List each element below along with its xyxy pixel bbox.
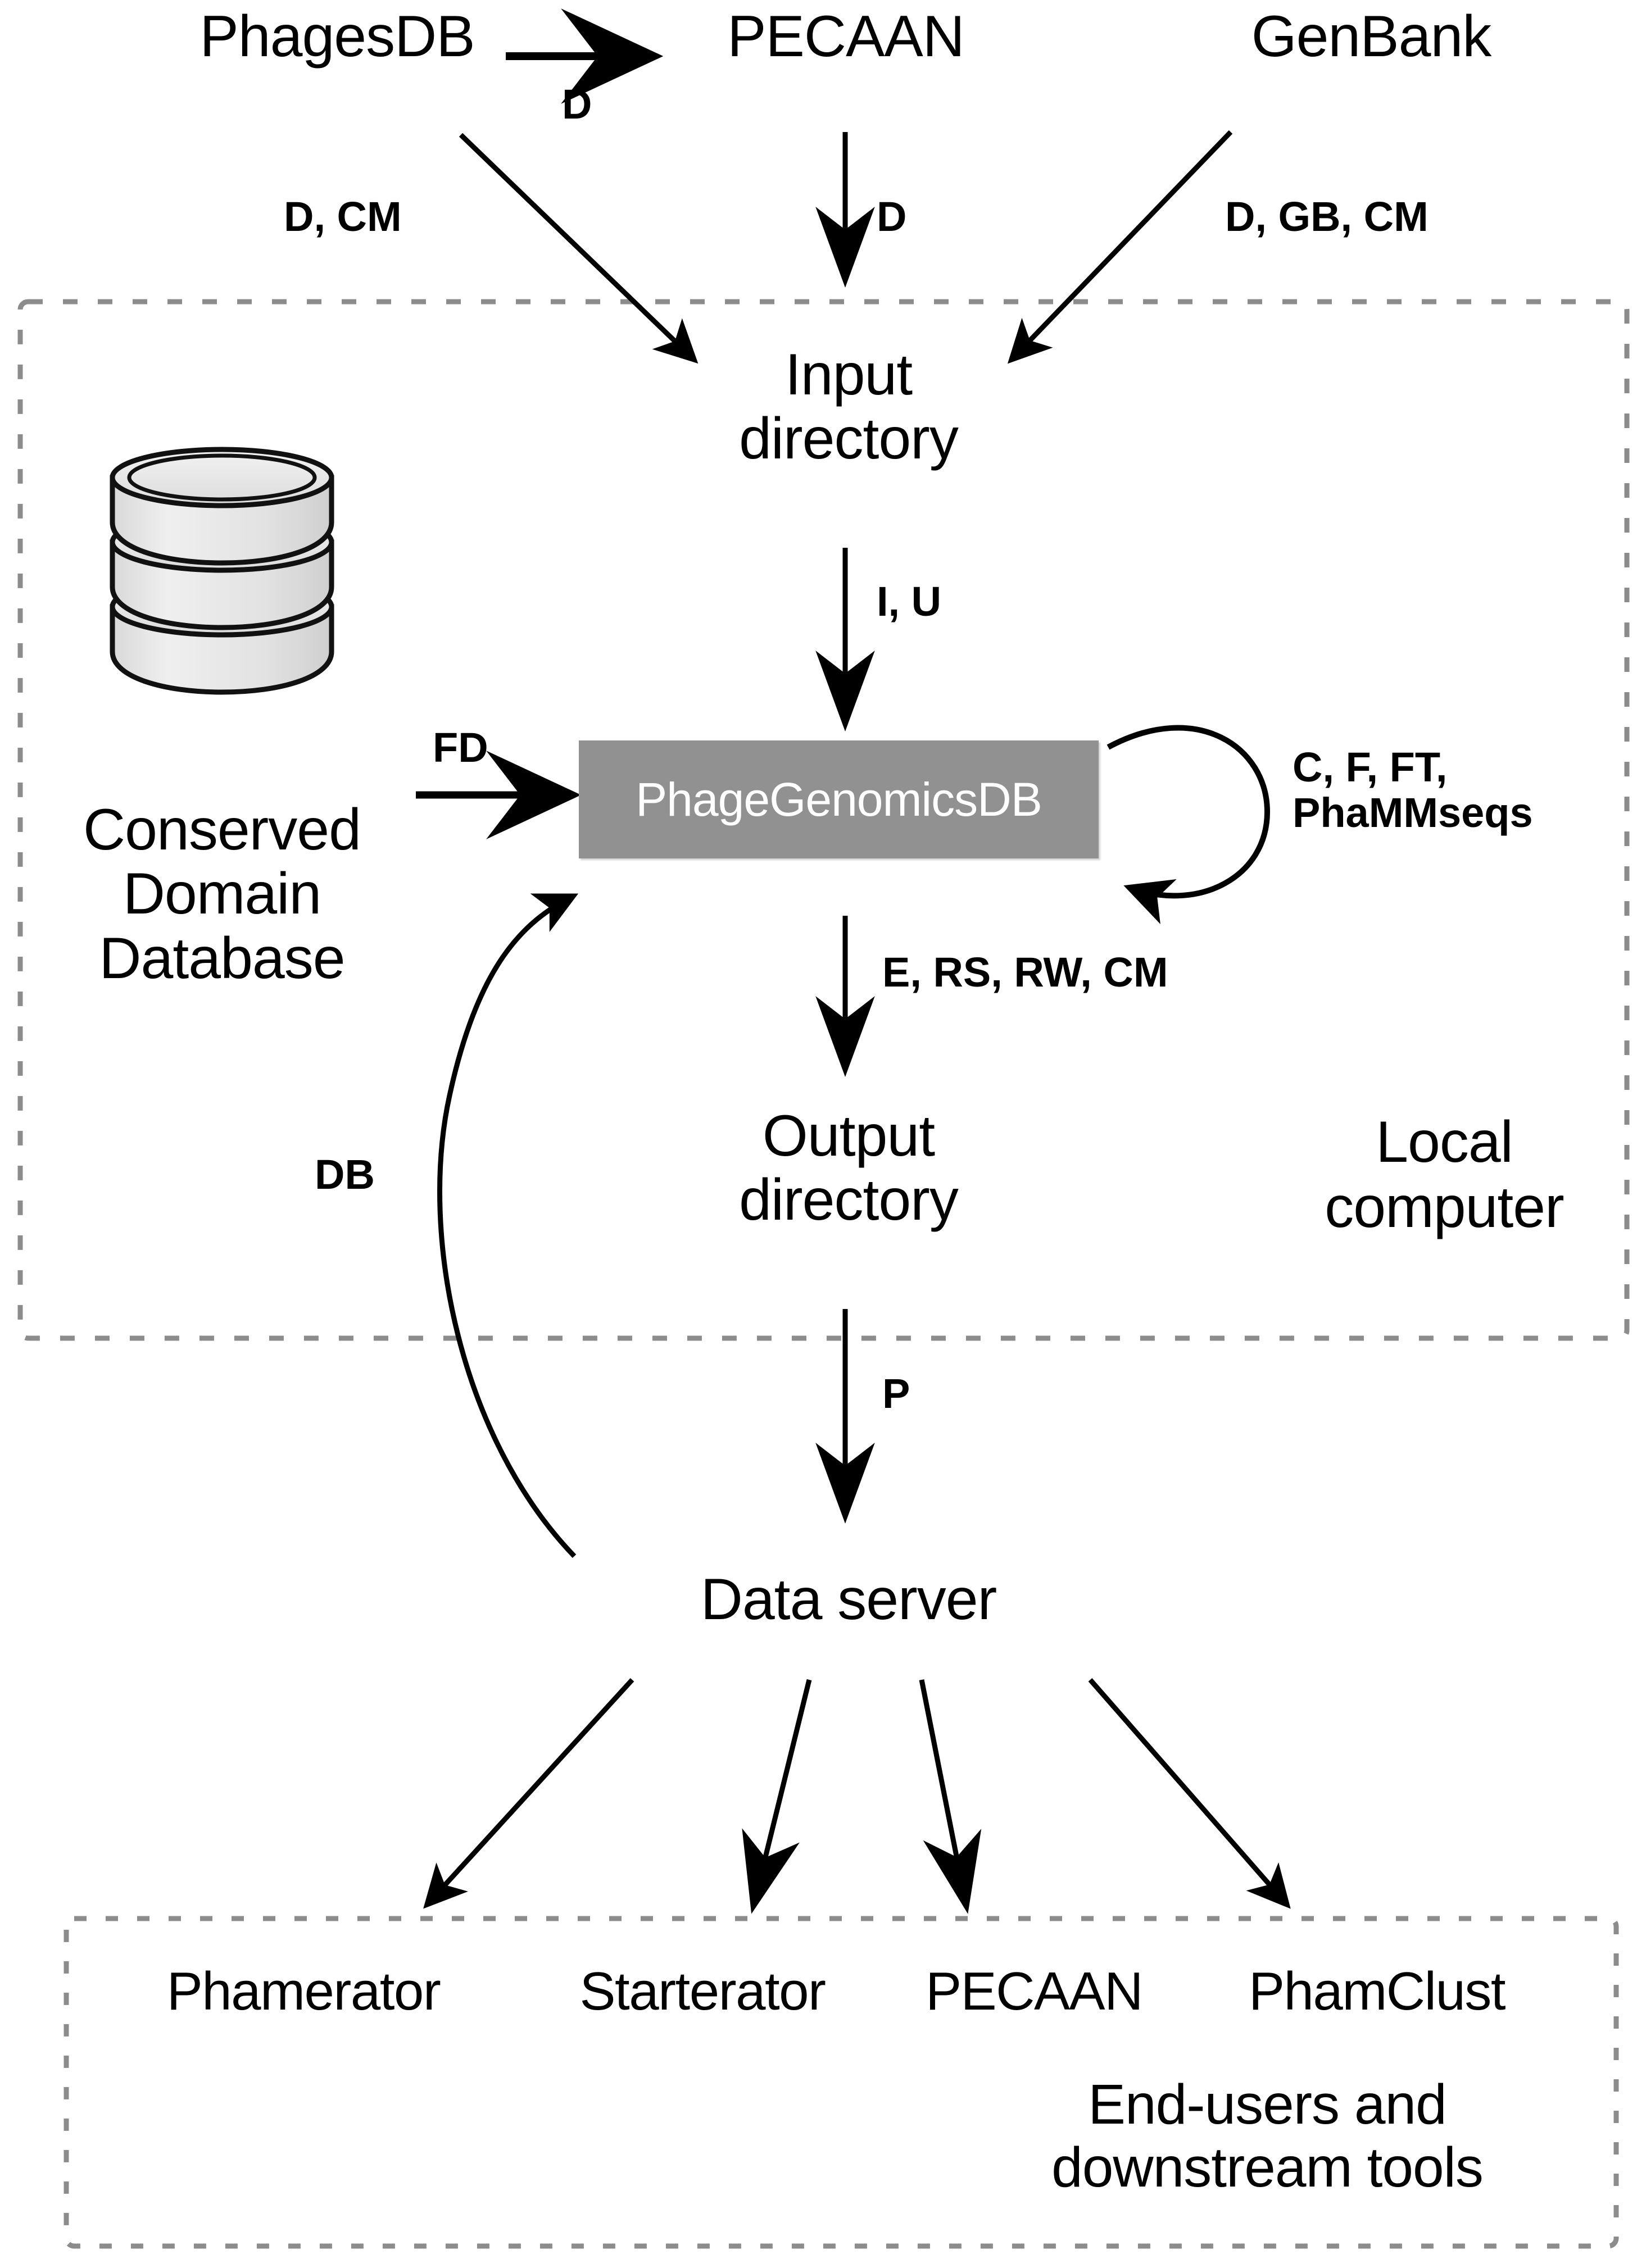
node-output-directory: Output directory bbox=[739, 1103, 959, 1233]
edge-data-server-to-phamclust bbox=[1088, 1678, 1291, 1909]
database-cylinder-icon bbox=[110, 447, 334, 695]
edge-data-server-to-pecaan bbox=[919, 1679, 982, 1914]
node-genbank: GenBank bbox=[1251, 4, 1492, 69]
edge-label-data-server-to-db: DB bbox=[315, 1151, 375, 1198]
edge-label-db-to-output-directory: E, RS, RW, CM bbox=[882, 949, 1168, 996]
tool-phamerator[interactable]: Phamerator bbox=[166, 1961, 441, 2021]
edge-label-input-directory-to-db: I, U bbox=[877, 578, 942, 625]
edge-phagesdb-to-input-directory bbox=[459, 133, 699, 364]
edge-label-phagesdb-to-input-directory: D, CM bbox=[284, 193, 402, 240]
end-users-zone-border bbox=[64, 1916, 1619, 2249]
tool-starterator[interactable]: Starterator bbox=[579, 1961, 826, 2021]
edge-data-server-to-starterator bbox=[742, 1679, 812, 1914]
edge-label-phagesdb-to-pecaan: D bbox=[562, 81, 592, 128]
edge-label-output-directory-to-data-server: P bbox=[882, 1370, 910, 1417]
node-pecaan-top: PECAAN bbox=[727, 4, 965, 69]
edge-label-cdd-to-db: FD bbox=[433, 724, 488, 771]
node-phagesdb: PhagesDB bbox=[199, 4, 475, 69]
node-input-directory: Input directory bbox=[739, 342, 959, 472]
node-conserved-domain-database: Conserved Domain Database bbox=[83, 797, 361, 991]
zone-label-local-computer: Local computer bbox=[1325, 1110, 1565, 1240]
edge-label-pecaan-to-input-directory: D bbox=[877, 193, 907, 240]
edge-data-server-to-phagegenomicsdb bbox=[437, 893, 579, 1558]
tool-phamclust[interactable]: PhamClust bbox=[1249, 1961, 1506, 2021]
edge-label-genbank-to-input-directory: D, GB, CM bbox=[1225, 193, 1429, 240]
node-phagegenomicsdb[interactable]: PhageGenomicsDB bbox=[579, 740, 1099, 858]
edge-phagegenomicsdb-self-loop bbox=[1107, 725, 1271, 924]
edge-data-server-to-phamerator bbox=[423, 1678, 634, 1909]
local-computer-zone-border bbox=[17, 299, 1630, 1341]
node-data-server: Data server bbox=[700, 1567, 997, 1632]
edge-genbank-to-input-directory bbox=[1007, 130, 1233, 364]
zone-label-end-users: End-users and downstream tools bbox=[1051, 2073, 1484, 2199]
tool-pecaan[interactable]: PECAAN bbox=[926, 1961, 1143, 2021]
edge-label-db-self-loop: C, F, FT, PhaMMseqs bbox=[1293, 744, 1533, 837]
